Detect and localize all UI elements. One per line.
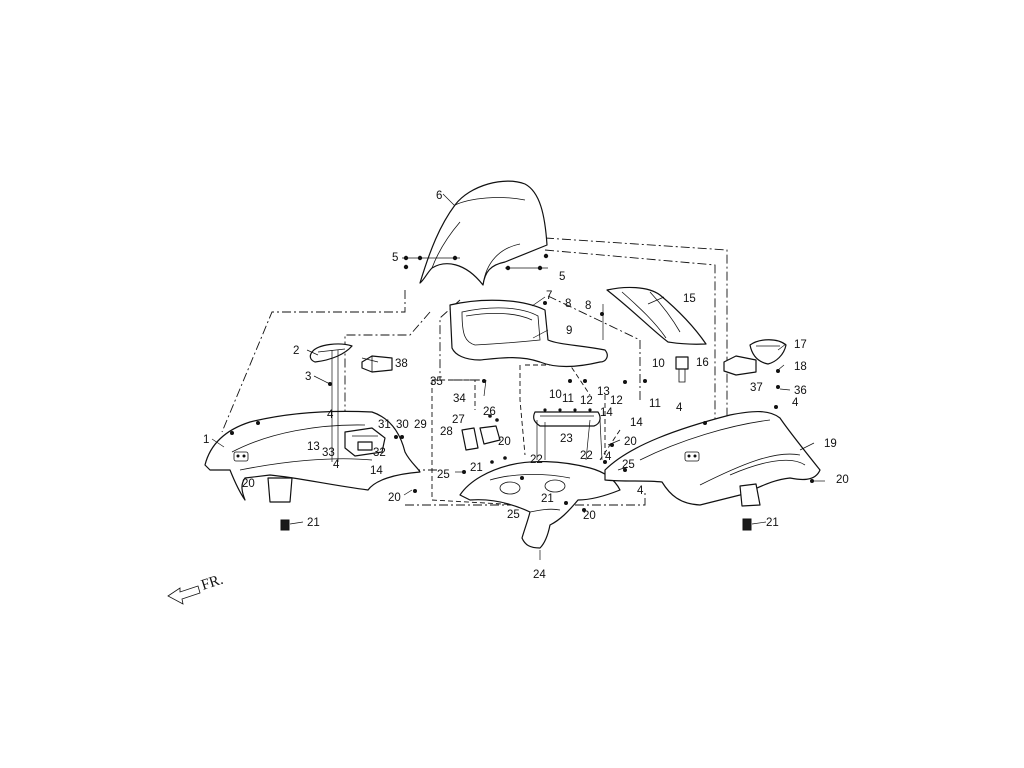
callout-4: 4	[605, 451, 612, 463]
callout-13: 13	[307, 441, 320, 453]
callout-21: 21	[766, 517, 779, 529]
callout-33: 33	[322, 447, 335, 459]
callout-6: 6	[436, 190, 442, 202]
callout-23: 23	[560, 433, 573, 445]
callout-4: 4	[792, 397, 799, 409]
callout-4: 4	[327, 409, 334, 421]
dash-panel-part-7	[449, 299, 608, 368]
callout-20: 20	[388, 492, 401, 504]
callout-24: 24	[533, 569, 546, 581]
right-fender-part-19	[604, 405, 821, 531]
cap-part-17	[749, 339, 787, 365]
callout-21: 21	[470, 462, 483, 474]
callout-4: 4	[333, 459, 340, 471]
bracket-part-37	[723, 355, 757, 376]
callout-29: 29	[414, 419, 427, 431]
callout-5: 5	[392, 252, 398, 264]
callout-8: 8	[585, 300, 591, 312]
callout-16: 16	[696, 357, 709, 369]
callout-12: 12	[580, 395, 593, 407]
callout-labels: 1 2 3 4 4 4 4 4 4 5 5 6 7 8 8 9 10 10 11…	[203, 190, 849, 581]
callout-17: 17	[794, 339, 807, 351]
callout-25: 25	[507, 509, 520, 521]
center-panel-part-24	[459, 460, 621, 549]
callout-20: 20	[624, 436, 637, 448]
callout-4: 4	[637, 485, 644, 497]
callout-28: 28	[440, 426, 453, 438]
callout-14: 14	[600, 407, 613, 419]
left-bracket-assembly	[328, 350, 404, 462]
callout-19: 19	[824, 438, 837, 450]
callout-7: 7	[546, 290, 552, 302]
callout-35: 35	[430, 376, 443, 388]
callout-14: 14	[370, 465, 383, 477]
callout-21: 21	[307, 517, 320, 529]
callout-26: 26	[483, 406, 496, 418]
callout-10: 10	[652, 358, 665, 370]
callout-22: 22	[580, 450, 593, 462]
callout-27: 27	[452, 414, 465, 426]
callout-9: 9	[566, 325, 572, 337]
visor-part-6	[419, 180, 548, 286]
callout-21: 21	[541, 493, 554, 505]
fasteners	[403, 253, 780, 493]
callout-10: 10	[549, 389, 562, 401]
callout-11: 11	[649, 398, 661, 410]
callout-37: 37	[750, 382, 763, 394]
callout-14: 14	[630, 417, 643, 429]
callout-8: 8	[565, 298, 571, 310]
callout-31: 31	[378, 419, 391, 431]
callout-5: 5	[559, 271, 565, 283]
callout-30: 30	[396, 419, 409, 431]
callout-1: 1	[203, 434, 209, 446]
front-direction-label: FR.	[199, 572, 225, 594]
callout-20: 20	[242, 478, 255, 490]
callout-3: 3	[305, 371, 311, 383]
callout-32: 32	[373, 447, 386, 459]
tray-part-23	[533, 408, 601, 427]
callout-15: 15	[683, 293, 696, 305]
callout-11: 11	[562, 393, 574, 405]
front-direction-arrow-icon	[167, 585, 201, 605]
callout-20: 20	[498, 436, 511, 448]
callout-18: 18	[794, 361, 807, 373]
callout-4: 4	[676, 402, 683, 414]
callout-20: 20	[583, 510, 596, 522]
center-brackets-26-27-28	[461, 414, 507, 464]
deflector-part-15	[606, 286, 707, 345]
callout-38: 38	[395, 358, 408, 370]
cover-part-2	[309, 343, 353, 363]
bracket-part-38	[361, 355, 393, 373]
callout-13: 13	[597, 386, 610, 398]
callout-25: 25	[437, 469, 450, 481]
callout-25: 25	[622, 459, 635, 471]
leader-lines	[211, 193, 825, 560]
callout-12: 12	[610, 395, 623, 407]
callout-22: 22	[530, 454, 543, 466]
callout-34: 34	[453, 393, 466, 405]
callout-36: 36	[794, 385, 807, 397]
callout-20: 20	[836, 474, 849, 486]
clip-part-16	[675, 356, 689, 383]
callout-2: 2	[293, 345, 299, 357]
